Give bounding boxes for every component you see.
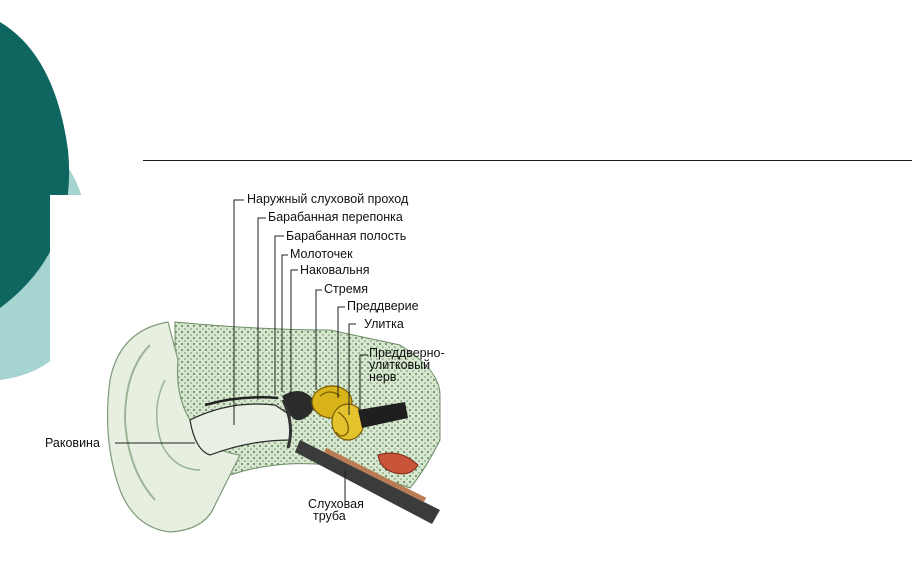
leader-lines bbox=[115, 199, 368, 505]
cochlea-group bbox=[311, 385, 365, 441]
eustachian-tube bbox=[295, 440, 440, 524]
auricle-helix bbox=[123, 344, 156, 501]
label-cochlea: Улитка bbox=[364, 317, 404, 331]
ossicles-shape bbox=[282, 390, 314, 421]
label-vestibule: Преддверие bbox=[347, 299, 419, 313]
horizontal-rule bbox=[143, 160, 912, 161]
label-tube-line-1: Слуховая bbox=[308, 497, 364, 511]
eustachian-tube-lining bbox=[323, 447, 427, 503]
label-nerve-line-2: улитковый bbox=[369, 358, 430, 372]
label-malleus: Молоточек bbox=[290, 247, 353, 261]
label-eardrum: Барабанная перепонка bbox=[268, 210, 403, 224]
auricle-fold bbox=[155, 379, 201, 471]
label-ear-canal: Наружный слуховой проход bbox=[247, 192, 409, 206]
label-auricle: Раковина bbox=[45, 436, 100, 450]
label-nerve-line-1: Преддверно- bbox=[369, 346, 445, 360]
label-tympanic-cavity: Барабанная полость bbox=[286, 229, 406, 243]
blood-vessel bbox=[377, 452, 419, 475]
ear-canal-shape bbox=[189, 403, 291, 456]
label-stapes: Стремя bbox=[324, 282, 368, 296]
nerve-shape bbox=[358, 402, 408, 428]
label-incus: Наковальня bbox=[300, 263, 369, 277]
ear-canal-wall bbox=[204, 396, 279, 407]
label-tube-line-2: труба bbox=[313, 509, 346, 523]
label-nerve-line-3: нерв bbox=[369, 370, 397, 384]
eardrum-shape bbox=[281, 399, 293, 449]
